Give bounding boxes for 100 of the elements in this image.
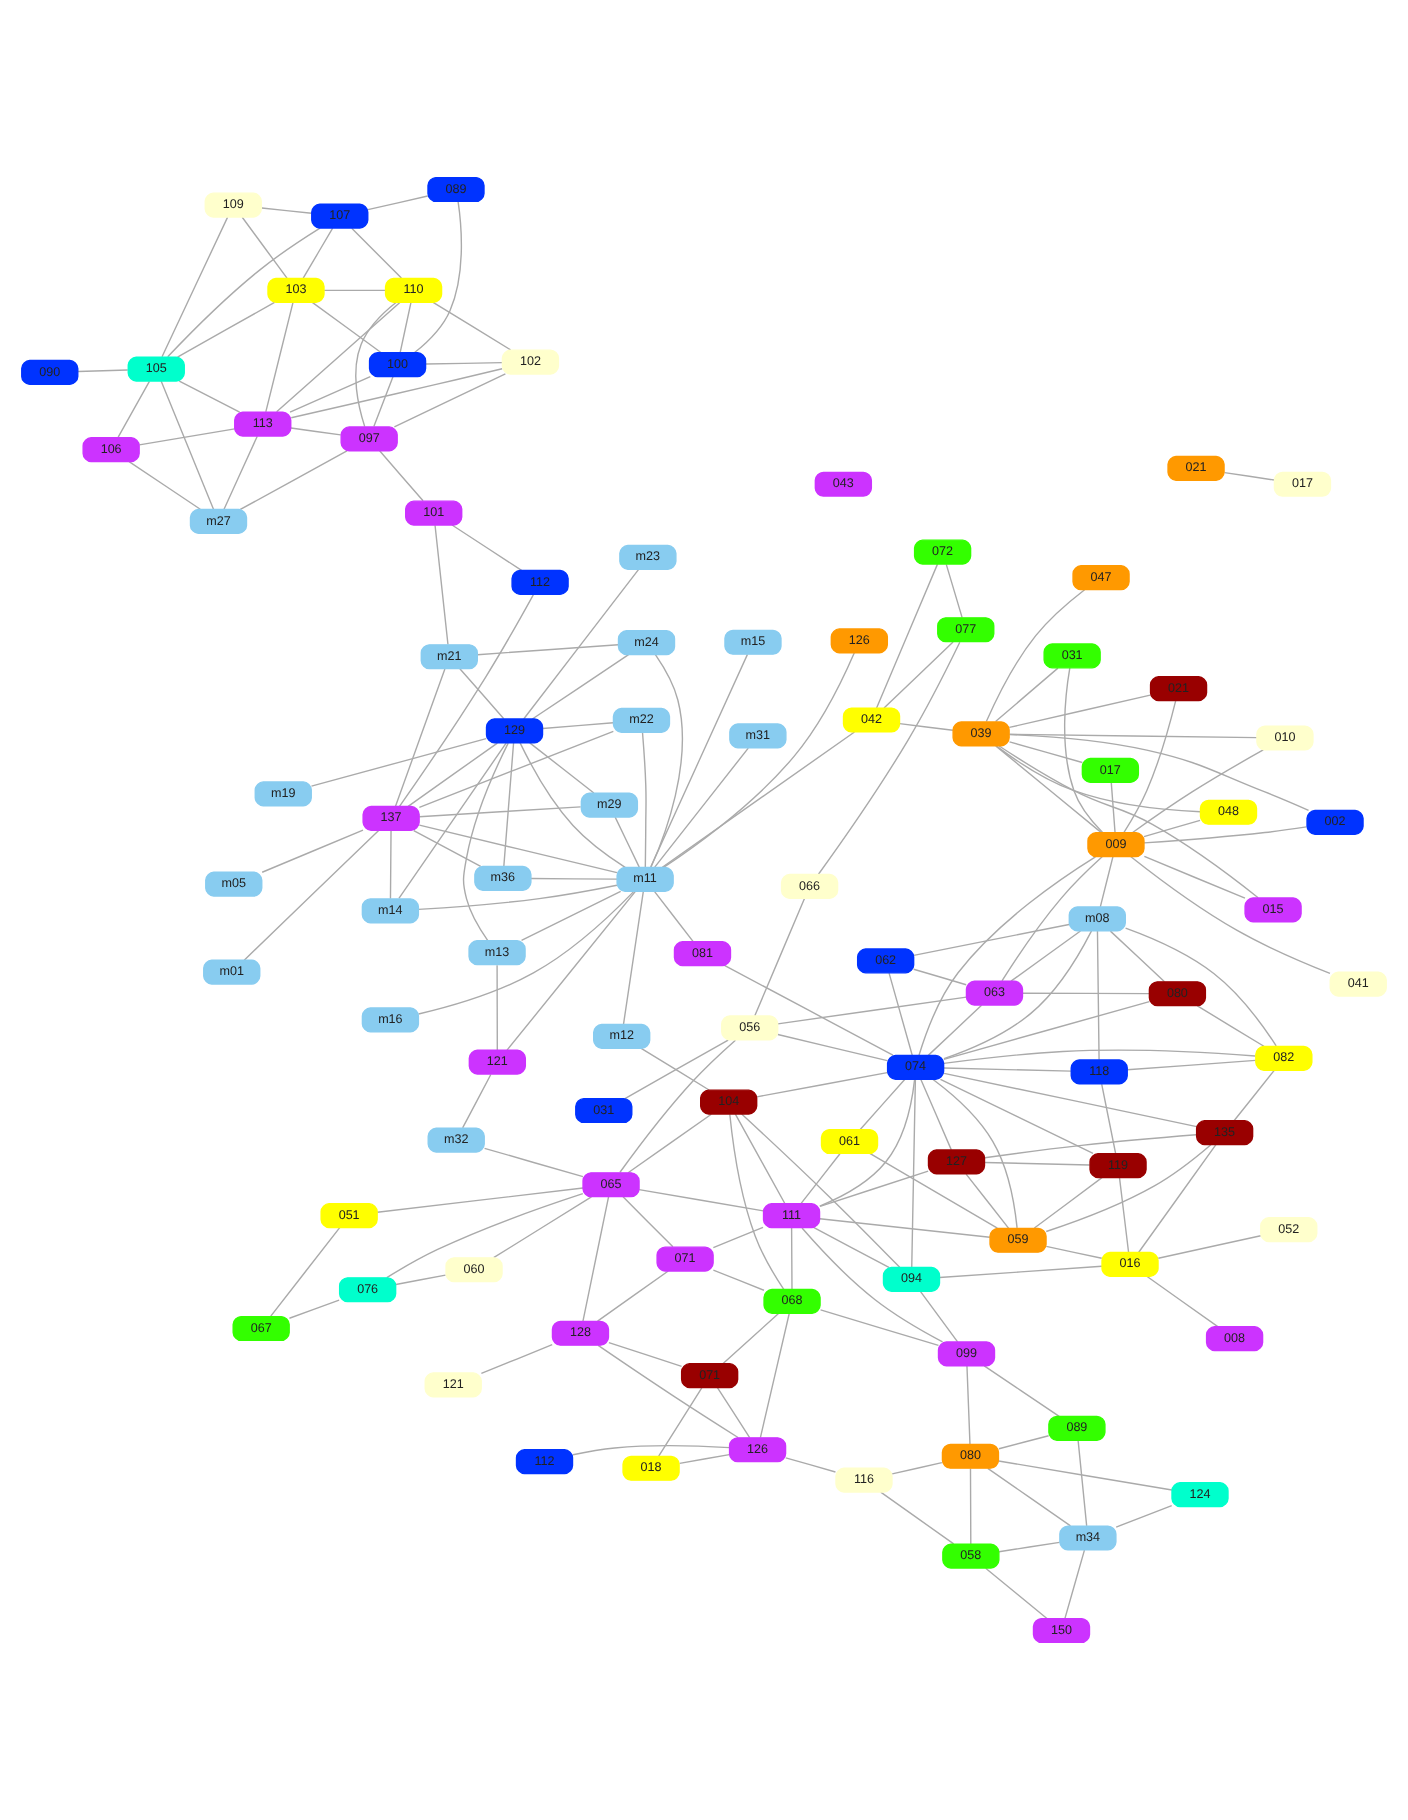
connector [417,890,635,1015]
connector [138,428,236,446]
connector [817,641,961,875]
connector [531,654,630,720]
connector [756,1071,888,1098]
connector [997,1460,1173,1491]
connector [270,1226,341,1317]
connector [658,1387,703,1457]
connector [1124,927,1277,1047]
connector [1233,1069,1275,1122]
connector [117,380,151,438]
connector [542,722,615,730]
connector [678,1453,731,1464]
connector [716,1386,751,1439]
connector [425,361,503,365]
connector [927,1004,983,1057]
connector [819,1170,929,1208]
connector [1010,930,1082,982]
connector [1131,749,1264,834]
connector [311,301,382,354]
connector [275,301,401,413]
connector [729,1113,785,1291]
connector [998,1541,1061,1553]
connector [310,737,487,787]
connector [966,1365,971,1445]
connector [712,1226,764,1249]
connector [942,1067,1072,1072]
connector [239,450,348,511]
connector [1077,1440,1088,1527]
connector [650,654,683,868]
connector [523,568,640,720]
connector [819,1309,940,1347]
connector [323,289,386,292]
connector [351,227,403,279]
connector [987,1467,1072,1527]
connector [614,816,640,868]
connector [998,745,1259,899]
connector [801,1227,944,1343]
connector [503,742,515,867]
connector [943,1049,1256,1065]
connector [875,563,939,709]
connector [1045,1144,1212,1233]
connector [777,996,968,1025]
connector [290,427,342,436]
connector [243,829,380,961]
connector [883,641,954,709]
connector [418,824,618,874]
connector [932,1078,1018,1229]
connector [785,1457,837,1473]
connector [393,373,507,428]
connector [462,742,509,942]
connector [869,1152,999,1229]
connector [912,968,967,986]
connector [777,1033,889,1062]
connector [624,1039,729,1100]
connector [386,1193,584,1279]
connector [888,972,913,1056]
connector [965,1173,1010,1230]
connector [1045,1245,1103,1259]
connector [984,1567,1048,1620]
connector [376,1187,584,1213]
connector [891,1462,943,1475]
connector [1115,1504,1173,1528]
connector [995,745,1201,813]
connector [1146,1275,1219,1328]
connector [712,1269,765,1291]
connector [663,652,856,868]
connector [418,730,615,809]
connector [417,884,618,911]
connector [261,829,364,873]
connector [920,1078,953,1151]
connector [1064,667,1104,834]
connector [302,227,334,279]
connector [661,731,856,868]
connector [1143,826,1308,844]
connector [653,890,694,943]
connector [373,375,394,428]
connector [622,890,644,1025]
connector [880,1491,955,1545]
connector [451,524,523,572]
connector [1143,855,1246,899]
connector [394,668,446,807]
connector [398,594,534,808]
connector [813,1226,890,1269]
connector [608,1341,683,1368]
connector [77,369,129,373]
connector [520,890,622,942]
connector [367,195,429,211]
connector [939,1078,1094,1155]
connector [506,890,636,1051]
connector [288,1299,340,1319]
connector [734,1113,786,1205]
connector [722,1312,780,1365]
connector [919,1291,959,1343]
connector [969,1467,972,1545]
connector [530,877,618,880]
connector [461,1073,492,1129]
connector [1008,733,1310,812]
connector [1008,694,1151,729]
connector [740,1113,901,1268]
